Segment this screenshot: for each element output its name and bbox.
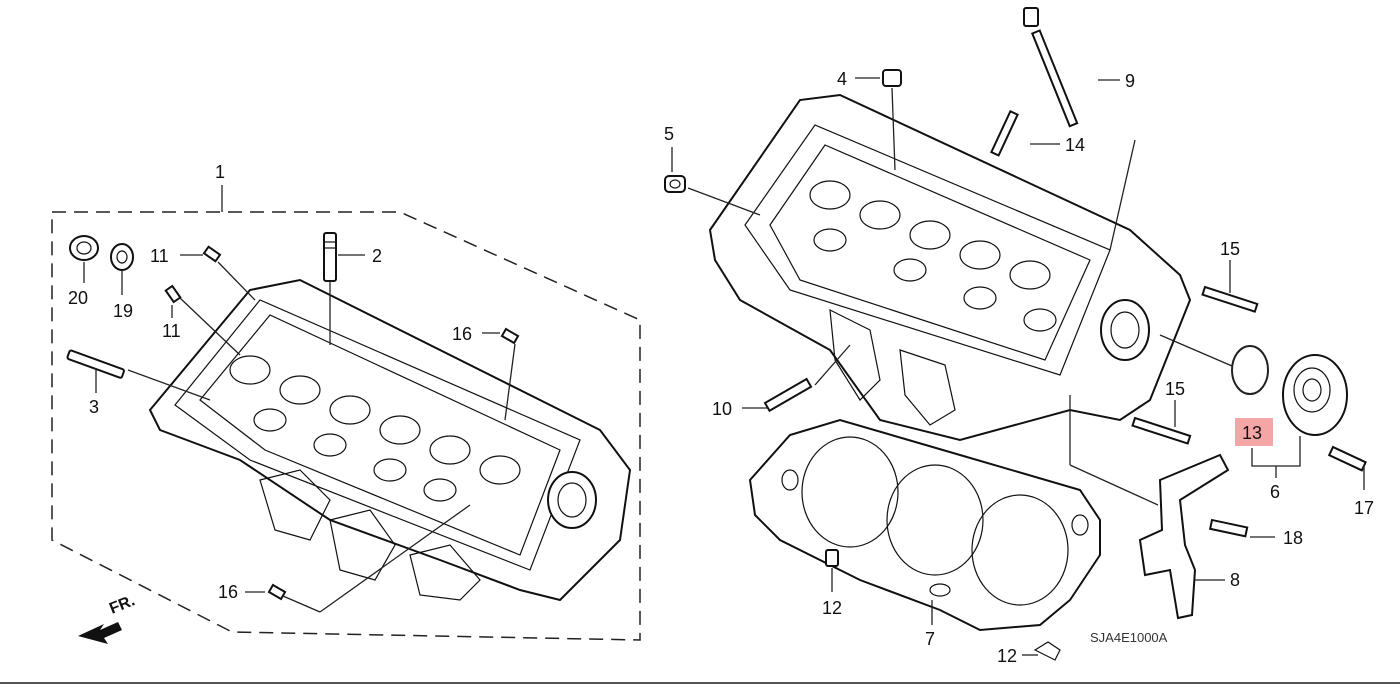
- part-16-dowel-upper: [500, 327, 520, 345]
- part-12-dowel-upper: [825, 549, 839, 567]
- part-12-dowel-lower: [1033, 641, 1061, 661]
- part-4-cap-nut: [882, 69, 902, 87]
- callout-19: 19: [113, 301, 133, 321]
- front-direction-arrow: FR.: [78, 592, 137, 644]
- part-20-plug: [69, 235, 99, 261]
- front-arrow-label: FR.: [107, 592, 137, 617]
- callout-3: 3: [89, 397, 99, 417]
- part-15-stud-lower: [1131, 416, 1192, 445]
- callout-6: 6: [1270, 482, 1280, 502]
- part-14-stud: [990, 109, 1019, 157]
- callout-1: 1: [215, 162, 225, 182]
- part-13-o-ring: [1231, 345, 1269, 395]
- callout-17: 17: [1354, 498, 1374, 518]
- callout-14: 14: [1065, 135, 1085, 155]
- part-10-stud: [763, 377, 813, 413]
- callout-18: 18: [1283, 528, 1303, 548]
- left-cylinder-head-assembly: FR.: [51, 185, 641, 644]
- callout-9: 9: [1125, 71, 1135, 91]
- callout-16-upper: 16: [452, 324, 472, 344]
- part-18-bolt: [1208, 518, 1249, 538]
- cylinder-head-right: [708, 93, 1192, 442]
- callout-20: 20: [68, 288, 88, 308]
- part-3-stud: [66, 349, 125, 379]
- part-2-stud: [323, 232, 337, 282]
- callout-7: 7: [925, 629, 935, 649]
- callout-8: 8: [1230, 570, 1240, 590]
- callout-13: 13: [1242, 423, 1262, 443]
- callout-2: 2: [372, 246, 382, 266]
- part-9-bolt: [1023, 7, 1079, 128]
- part-19-washer: [110, 243, 134, 271]
- callout-12-lower: 12: [997, 646, 1017, 666]
- part-6-housing: [1282, 354, 1348, 436]
- callout-11-upper: 11: [150, 246, 169, 266]
- callout-15-lower: 15: [1165, 379, 1185, 399]
- callout-15-upper: 15: [1220, 239, 1240, 259]
- right-cam-journals: [809, 180, 1057, 332]
- assembly-frame: [51, 211, 641, 641]
- part-16-dowel-lower: [267, 583, 287, 601]
- callout-11-lower: 11: [162, 321, 181, 341]
- diagram-code: SJA4E1000A: [1090, 630, 1168, 645]
- part-7-head-gasket: [748, 418, 1101, 632]
- part-17-bolt: [1327, 445, 1367, 472]
- callout-16-lower: 16: [218, 582, 238, 602]
- right-cylinder-head-assembly: [664, 7, 1367, 661]
- callout-12-upper: 12: [822, 598, 842, 618]
- part-11-dowel-lower: [164, 284, 182, 304]
- callout-labels: 1 2 3 4 5 6 7 8 9 10 11 11 12 12 13 14 1…: [68, 69, 1374, 666]
- part-8-bracket: [1138, 453, 1230, 620]
- part-11-dowel-upper: [202, 245, 222, 263]
- cylinder-head-left: [148, 278, 632, 602]
- callout-10: 10: [712, 399, 732, 419]
- part-15-stud-upper: [1201, 285, 1259, 313]
- callout-13-highlight: [1235, 418, 1273, 446]
- part-5-plug: [664, 175, 686, 193]
- callout-5: 5: [664, 124, 674, 144]
- callout-4: 4: [837, 69, 847, 89]
- left-cam-journals: [229, 355, 521, 502]
